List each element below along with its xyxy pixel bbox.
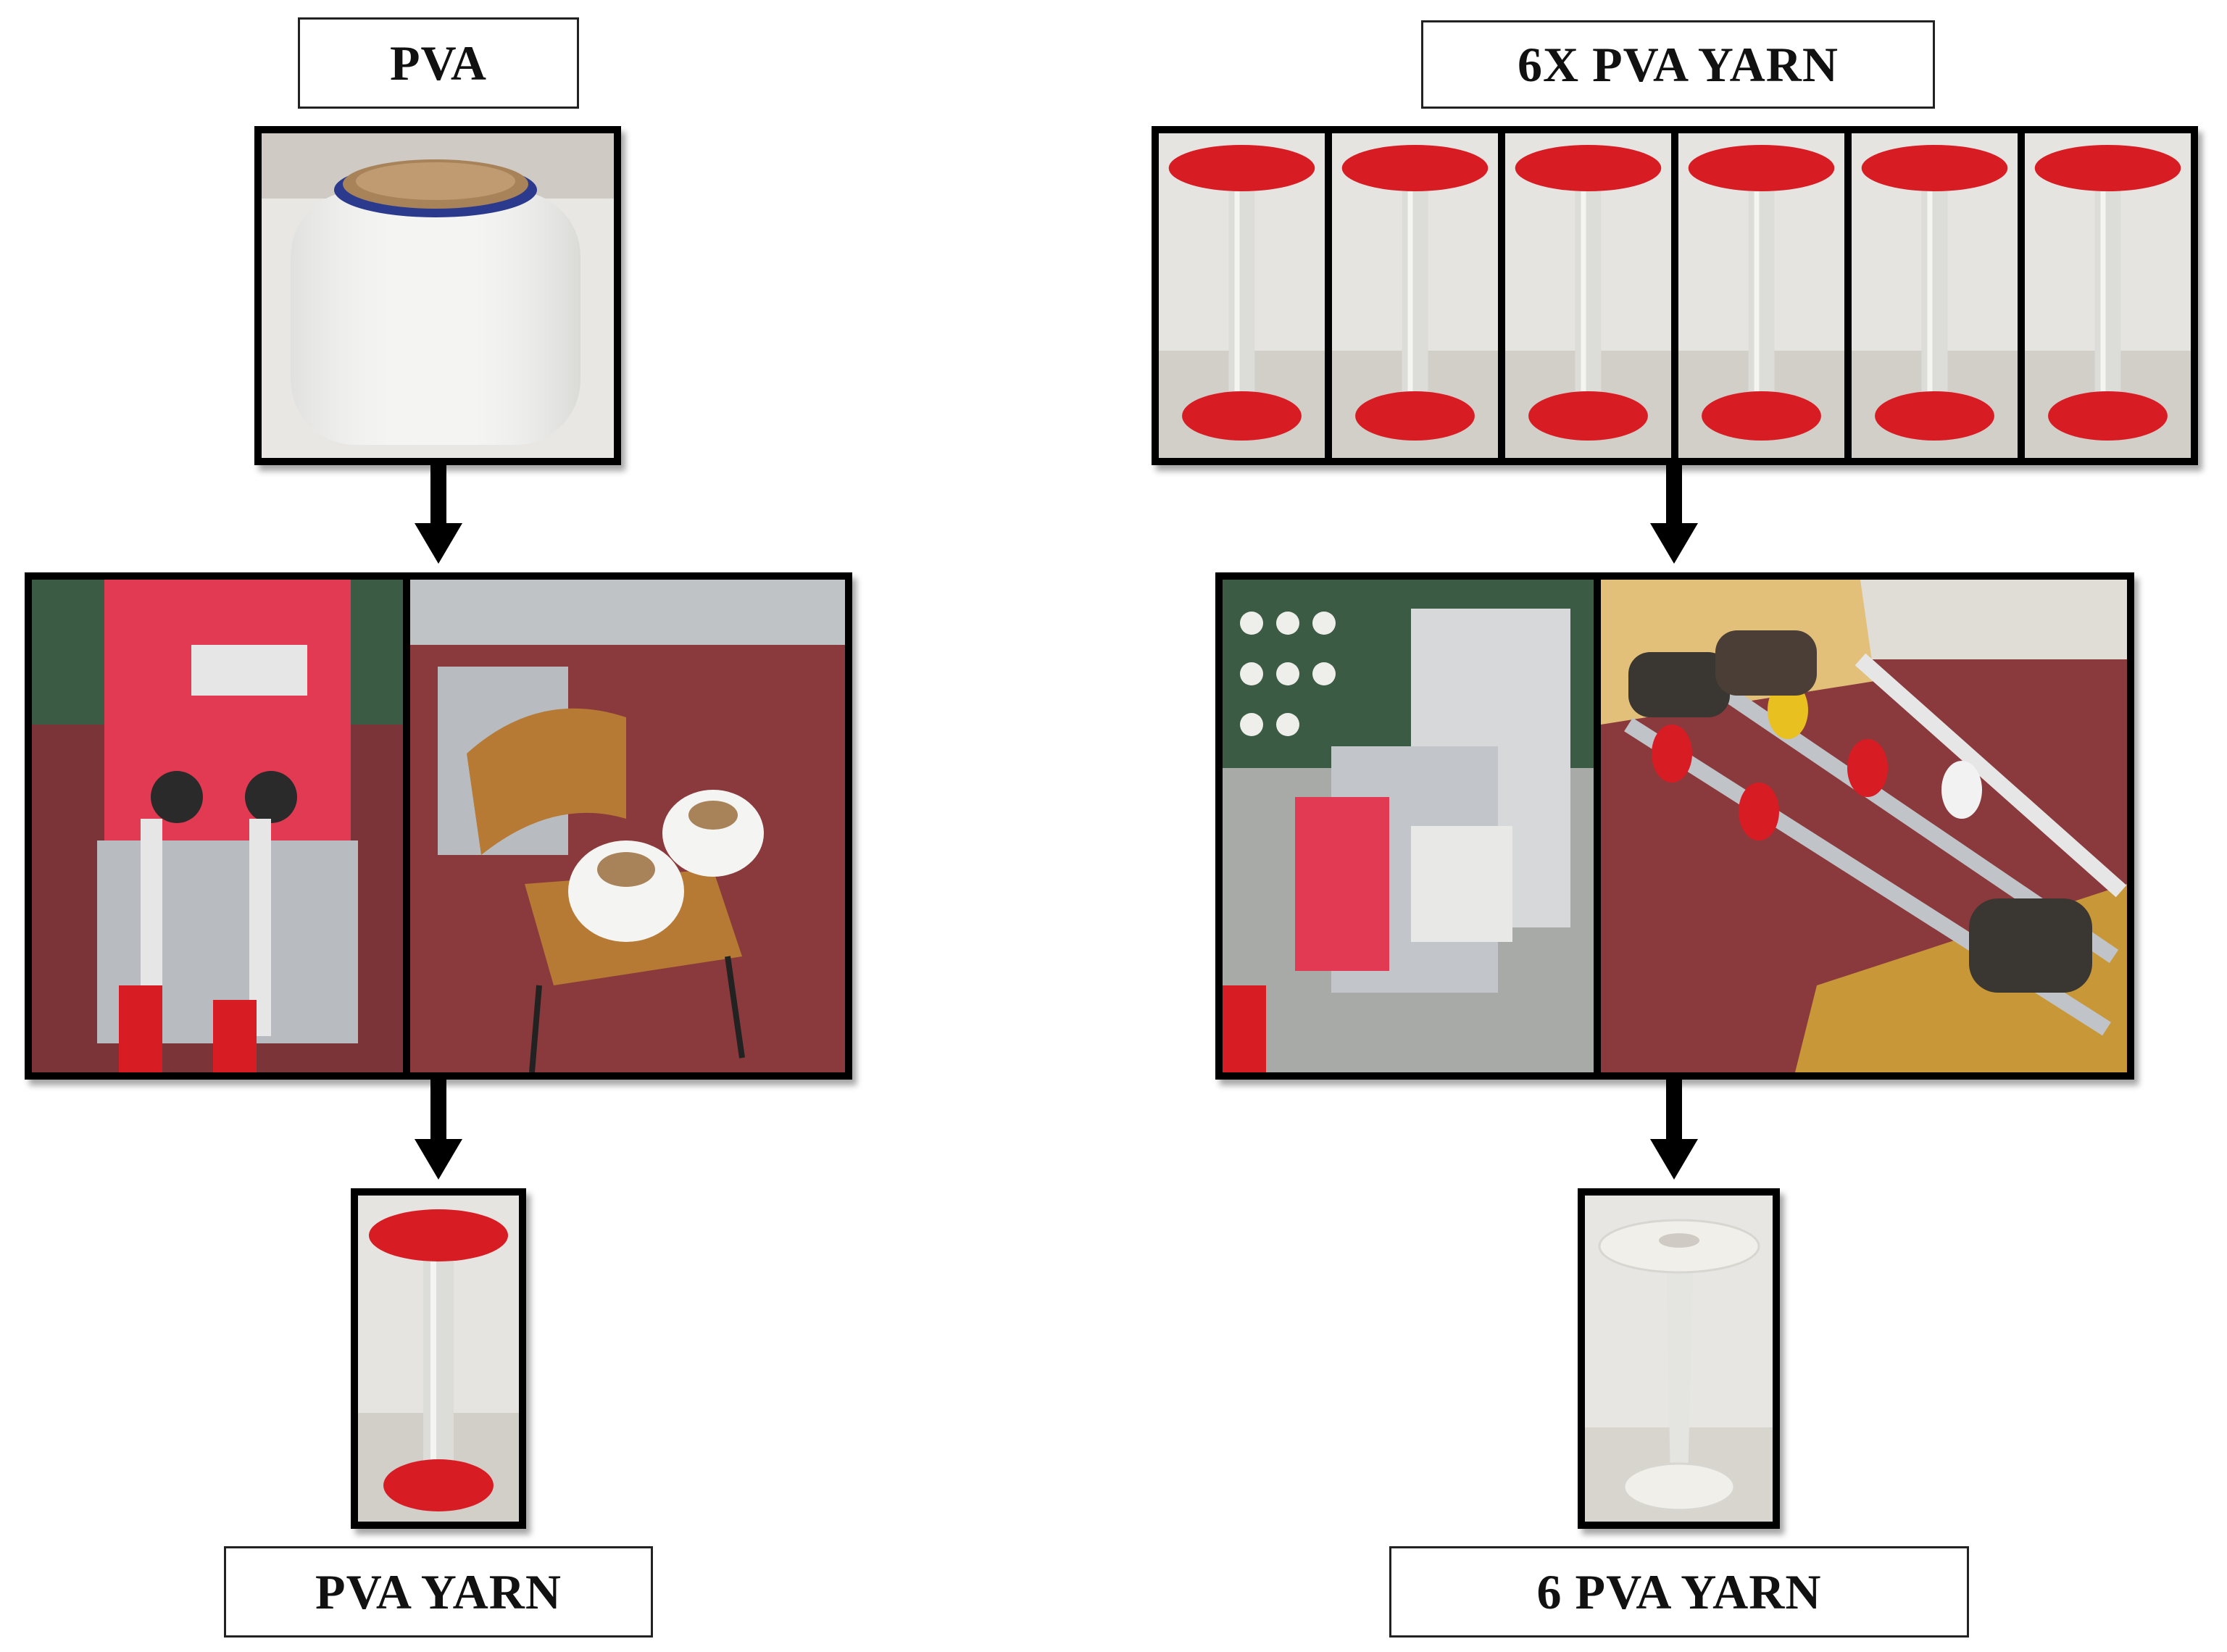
pva-cone-photo: [254, 126, 621, 465]
arrow-left-1: [415, 465, 462, 564]
six-pva-yarn-bottom-label: 6 PVA YARN: [1389, 1546, 1969, 1638]
bobbin-cell: [2025, 133, 2191, 458]
winding-machine-image: [32, 580, 845, 1072]
arrow-right-1: [1650, 465, 1698, 564]
six-pva-yarn-label-text: 6X PVA YARN: [1517, 36, 1839, 92]
bobbin-cell: [1678, 133, 1844, 458]
twisting-machine-photo-pair: [1215, 572, 2134, 1080]
bobbin-divider: [2018, 133, 2025, 458]
bobbin-cell: [1505, 133, 1671, 458]
bobbin-divider: [1325, 133, 1332, 458]
bobbin-cell: [1332, 133, 1498, 458]
six-bobbins-photo-strip: [1152, 126, 2198, 465]
bobbin-divider: [1498, 133, 1505, 458]
pva-label-text: PVA: [390, 35, 487, 91]
pva-cone-image: [262, 133, 614, 458]
twisting-machine-image: [1223, 580, 2127, 1072]
six-bobbins-image: [1159, 133, 2191, 458]
pva-label: PVA: [298, 17, 579, 109]
winding-machine-photo-pair: [25, 572, 852, 1080]
pva-yarn-label: PVA YARN: [224, 1546, 653, 1638]
pva-yarn-label-text: PVA YARN: [315, 1564, 562, 1619]
pva-yarn-bobbin-image: [358, 1196, 519, 1522]
pva-yarn-bobbin-photo: [351, 1188, 526, 1529]
arrow-left-2: [415, 1080, 462, 1180]
arrow-right-2: [1650, 1080, 1698, 1180]
bobbin-cell: [1159, 133, 1325, 458]
six-pva-yarn-bottom-label-text: 6 PVA YARN: [1536, 1564, 1822, 1619]
bobbin-cell: [1852, 133, 2018, 458]
six-pva-yarn-bobbin-photo: [1578, 1188, 1780, 1529]
bobbin-divider: [1844, 133, 1852, 458]
bobbin-divider: [1671, 133, 1678, 458]
six-pva-yarn-bobbin-image: [1585, 1196, 1773, 1522]
six-pva-yarn-label: 6X PVA YARN: [1421, 20, 1935, 109]
